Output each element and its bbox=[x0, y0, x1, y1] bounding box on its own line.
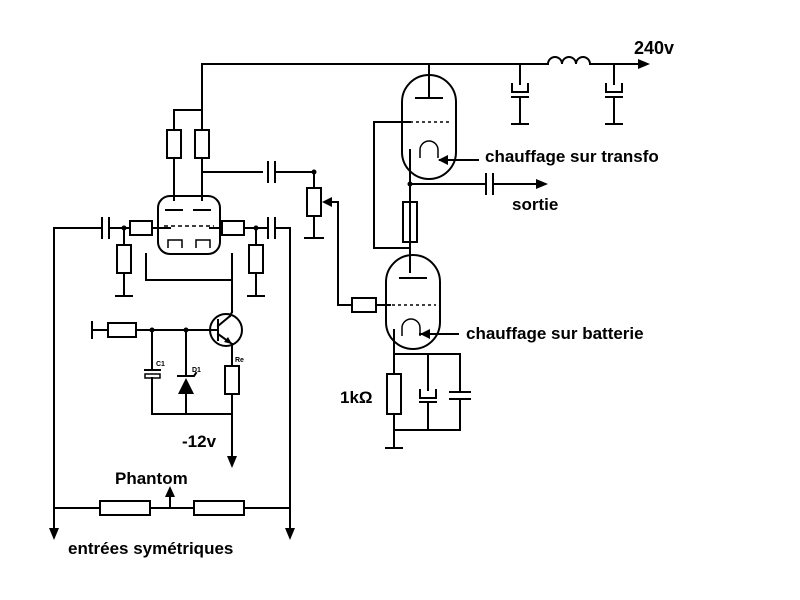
interstage-cap bbox=[267, 161, 317, 183]
phantom-label: Phantom bbox=[115, 469, 188, 488]
balanced-inputs-label: entrées symétriques bbox=[68, 539, 233, 558]
left-input-path bbox=[53, 217, 171, 297]
lower-triode bbox=[385, 254, 459, 355]
supply-voltage-label: 240v bbox=[634, 38, 674, 58]
d1-label: D1 bbox=[192, 367, 201, 374]
heater-battery-label: chauffage sur batterie bbox=[466, 324, 644, 343]
supply-cap-1 bbox=[511, 63, 529, 125]
current-source bbox=[91, 310, 243, 468]
heater-transformer-label: chauffage sur transfo bbox=[485, 147, 659, 166]
upper-triode bbox=[373, 63, 479, 249]
negative-supply-label: -12v bbox=[182, 432, 217, 451]
input-feed-lines bbox=[49, 227, 295, 540]
dual-triode bbox=[157, 195, 221, 255]
re-label: Re bbox=[235, 357, 244, 364]
middle-resistor bbox=[373, 121, 418, 273]
cathode-resistor-label: 1kΩ bbox=[340, 388, 373, 407]
right-input-path bbox=[209, 217, 291, 297]
supply-rail bbox=[201, 56, 650, 111]
c1-label: C1 bbox=[156, 361, 165, 368]
supply-cap-2 bbox=[605, 63, 623, 125]
plate-resistors bbox=[166, 109, 263, 201]
volume-potentiometer bbox=[304, 171, 391, 313]
cathode-network bbox=[385, 353, 471, 449]
cathode-tail bbox=[145, 253, 233, 313]
output-label: sortie bbox=[512, 195, 558, 214]
output-coupling bbox=[409, 173, 548, 195]
